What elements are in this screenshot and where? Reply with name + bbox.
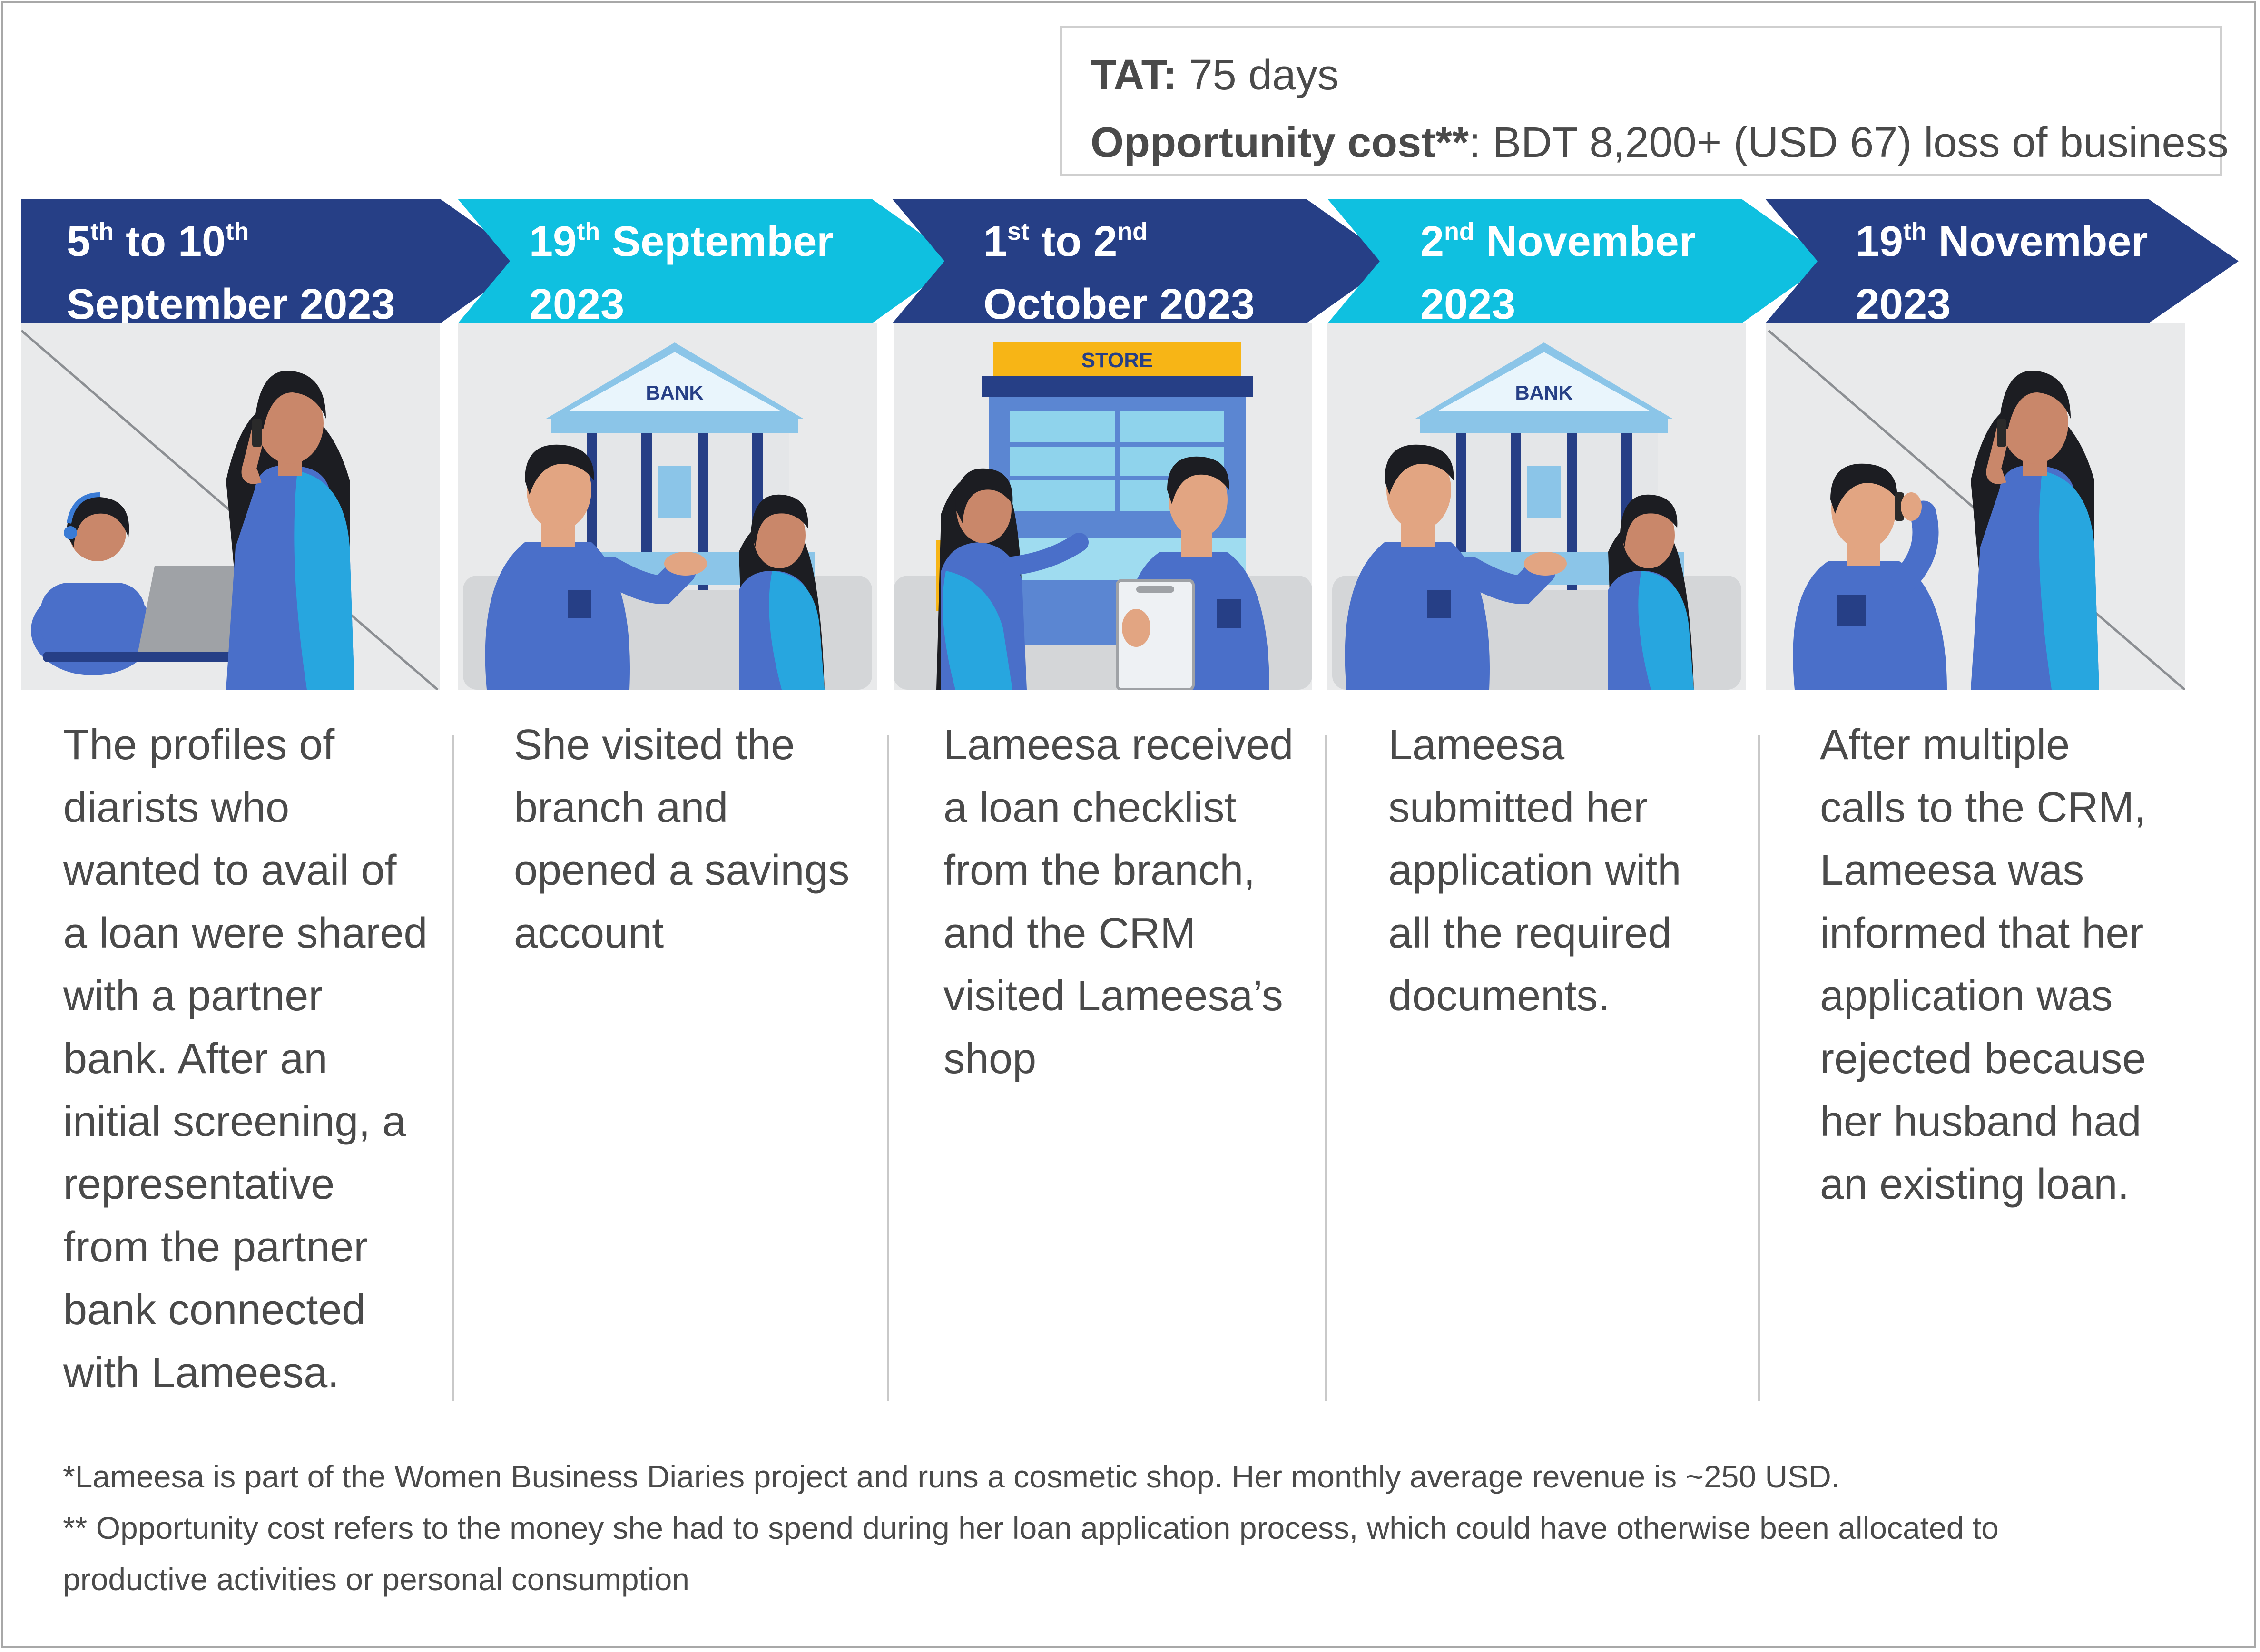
bank-sign: BANK [646,381,703,404]
woman-figure [936,468,1089,690]
woman-on-phone [226,371,354,690]
footnote-1: *Lameesa is part of the Women Business D… [63,1459,1840,1494]
stage-5-date-line2: 2023 [1856,281,1951,328]
stage-4-date-line1: 2nd November [1420,218,1696,265]
stage-1-date-line2: September 2023 [67,281,395,328]
stage-2-date-line1: 19th September [529,218,834,265]
tat-line: TAT: 75 days [1091,41,2191,109]
stage-2-illustration: BANK [458,323,877,690]
column-divider [887,735,889,1401]
column-divider [1758,735,1760,1401]
summary-box: TAT: 75 days Opportunity cost**: BDT 8,2… [1060,26,2229,176]
stage-3-date-line2: October 2023 [983,281,1255,328]
opportunity-cost-line: Opportunity cost**: BDT 8,200+ (USD 67) … [1091,109,2229,176]
stage-2-banner: 19th September 2023 [458,199,960,323]
stage-3-date-line1: 1st to 2nd [983,218,1148,265]
agent-person [31,492,155,675]
stage-1-date-line1: 5th to 10th [67,218,249,265]
opportunity-cost-label: Opportunity cost** [1091,119,1469,166]
bank-sign: BANK [1515,381,1572,404]
stage-1-illustration [21,323,440,690]
stage-1-banner: 5th to 10th September 2023 [21,199,528,323]
column-divider [452,735,454,1401]
stage-4-date-line2: 2023 [1420,281,1516,328]
stage-2-date-line2: 2023 [529,281,625,328]
stage-3-banner: 1st to 2nd October 2023 [892,199,1394,323]
footnote-2-continued: productive activities or personal consum… [63,1562,690,1597]
man-figure [1116,456,1269,690]
woman-figure [1608,494,1694,690]
footnote-2: ** Opportunity cost refers to the money … [63,1510,1999,1545]
man-figure [485,444,707,690]
stage-5-illustration [1766,323,2185,690]
stage-4-banner: 2nd November 2023 [1327,199,1829,323]
tat-value: 75 days [1177,51,1339,99]
stage-5-date-line1: 19th November [1856,218,2148,265]
column-divider [1325,735,1327,1401]
woman-on-phone [1971,371,2099,690]
man-figure [1345,444,1567,690]
opportunity-cost-value: : BDT 8,200+ (USD 67) loss of business [1469,119,2229,166]
stage-4-illustration: BANK [1327,323,1746,690]
tat-label: TAT: [1091,51,1177,99]
man-on-phone [1793,463,1947,690]
store-sign: STORE [1081,349,1153,372]
tablet-icon [1116,579,1195,690]
woman-figure [739,494,825,690]
stage-5-banner: 19th November 2023 [1765,199,2239,323]
stage-3-illustration: STORE [894,323,1312,690]
